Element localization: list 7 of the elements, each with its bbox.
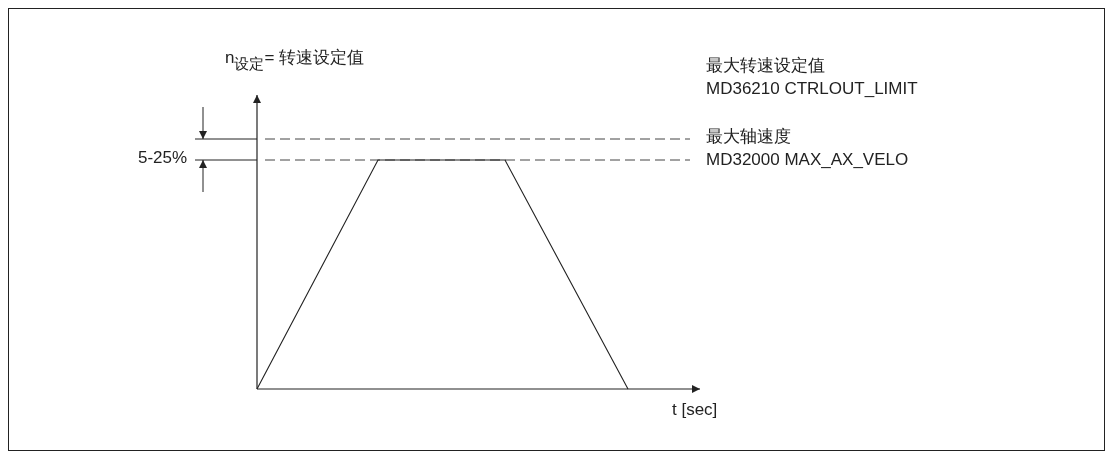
dimension-label: 5-25% [138,148,188,168]
axis-label: n$_{设定}$= 转速设定值 [225,48,365,73]
parameter-label: MD36210 CTRLOUT_LIMIT [706,79,918,99]
limit-label: 最大轴速度 [706,127,791,147]
limit-label: 最大转速设定值 [706,56,825,76]
parameter-label: MD32000 MAX_AX_VELO [706,150,909,170]
axis-label: t [sec] [672,400,718,420]
